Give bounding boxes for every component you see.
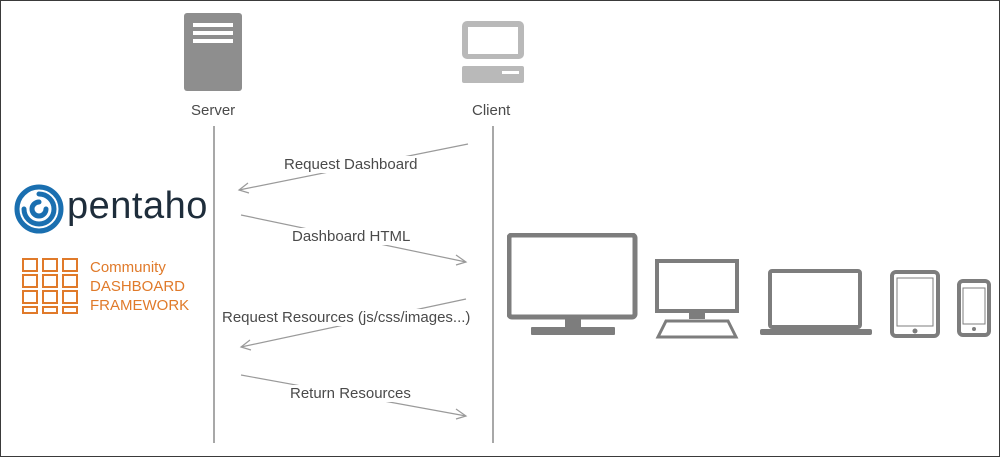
message-label-request-dashboard: Request Dashboard — [282, 156, 420, 173]
cdf-line-community: Community — [90, 259, 166, 276]
cdf-line-framework: FRAMEWORK — [90, 297, 190, 314]
phone-icon — [957, 279, 991, 337]
tablet-icon — [890, 270, 940, 338]
pentaho-logo-text: pentaho — [67, 185, 208, 227]
server-icon — [184, 13, 242, 91]
desktop-pc-icon — [655, 259, 739, 339]
message-label-request-resources: Request Resources (js/css/images...) — [220, 309, 473, 326]
server-label: Server — [191, 102, 236, 119]
cdf-grid-logo-icon — [22, 258, 78, 314]
message-label-dashboard-html: Dashboard HTML — [290, 228, 413, 245]
cdf-line-dashboard: DASHBOARD — [90, 278, 186, 295]
client-computer-icon — [462, 21, 524, 83]
message-label-return-resources: Return Resources — [288, 385, 413, 402]
desktop-monitor-icon — [507, 233, 638, 335]
laptop-icon — [760, 269, 872, 335]
client-label: Client — [472, 102, 511, 119]
pentaho-swirl-icon — [14, 184, 64, 234]
